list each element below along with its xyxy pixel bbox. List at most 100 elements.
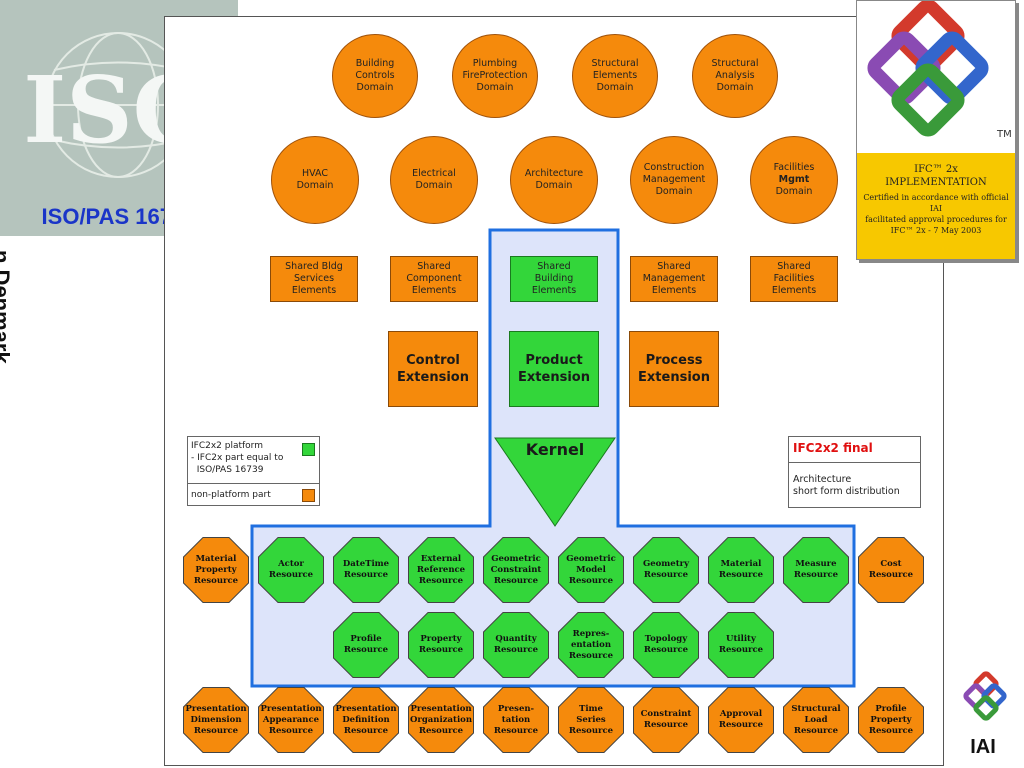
resource-octagon: Approval Resource — [708, 687, 774, 753]
ifc-implementation: IMPLEMENTATION — [885, 177, 987, 188]
domain-label: Structural Analysis Domain — [711, 58, 759, 93]
resource-octagon: Profile Property Resource — [858, 687, 924, 753]
ifc-tm: TM — [996, 129, 1012, 140]
resource-octagon: Constraint Resource — [633, 687, 699, 753]
resource-octagon: Profile Resource — [333, 612, 399, 678]
resource-octagon: Geometric Model Resource — [558, 537, 624, 603]
resource-label: DateTime Resource — [334, 538, 398, 602]
domain-label: Architecture Domain — [524, 168, 584, 191]
resource-octagon: Presentation Appearance Resource — [258, 687, 324, 753]
domain-circle: Plumbing FireProtection Domain — [452, 34, 538, 118]
domain-label: Electrical Domain — [412, 168, 456, 191]
iai-label: IAI — [970, 736, 996, 758]
resource-label: Geometric Model Resource — [559, 538, 623, 602]
ifc-cert-line2: facilitated approval procedures for — [865, 215, 1007, 224]
resource-label: Structural Load Resource — [784, 688, 848, 752]
domain-circle: Structural Elements Domain — [572, 34, 658, 118]
resource-octagon: Utility Resource — [708, 612, 774, 678]
shared-elements-box: Shared Component Elements — [390, 256, 478, 302]
kernel-label: Kernel — [525, 440, 585, 459]
resource-octagon: Geometry Resource — [633, 537, 699, 603]
resource-octagon: Material Property Resource — [183, 537, 249, 603]
resource-octagon: Property Resource — [408, 612, 474, 678]
ifc-cert-line1: Certified in accordance with official IA… — [863, 193, 1009, 213]
legend-platform-text: IFC2x2 platform - IFC2x part equal to IS… — [191, 441, 284, 475]
domain-circle: Structural Analysis Domain — [692, 34, 778, 118]
resource-label: Approval Resource — [709, 688, 773, 752]
shared-elements-box: Shared Bldg Services Elements — [270, 256, 358, 302]
resource-octagon: Repres- entation Resource — [558, 612, 624, 678]
resource-octagon: Material Resource — [708, 537, 774, 603]
legend-non-platform-text: non-platform part — [191, 490, 271, 500]
iai-chain-logo — [963, 671, 1007, 721]
denmark-side-text: n Denmark — [0, 250, 40, 390]
resource-label: Measure Resource — [784, 538, 848, 602]
resource-octagon: Quantity Resource — [483, 612, 549, 678]
resource-label: Geometry Resource — [634, 538, 698, 602]
denmark-label: n Denmark — [0, 250, 14, 364]
resource-label: Presen- tation Resource — [484, 688, 548, 752]
ifc-title: IFC™ 2x — [914, 164, 958, 175]
resource-octagon: Topology Resource — [633, 612, 699, 678]
resource-label: Material Property Resource — [184, 538, 248, 602]
resource-label: Presentation Dimension Resource — [184, 688, 248, 752]
final-text: Architecture short form distribution — [793, 474, 900, 497]
shared-elements-box: Shared Management Elements — [630, 256, 718, 302]
ifc-cert-line3: IFC™ 2x - 7 May 2003 — [890, 226, 982, 235]
extension-box: Process Extension — [629, 331, 719, 407]
ifc2x2-final-box: IFC2x2 final Architecture short form dis… — [788, 436, 921, 508]
resource-octagon: Structural Load Resource — [783, 687, 849, 753]
domain-circle: Construction Management Domain — [630, 136, 718, 224]
domain-circle: Building Controls Domain — [332, 34, 418, 118]
resource-label: Actor Resource — [259, 538, 323, 602]
resource-octagon: Presentation Organization Resource — [408, 687, 474, 753]
resource-label: Topology Resource — [634, 613, 698, 677]
domain-circle: HVAC Domain — [271, 136, 359, 224]
legend-green-swatch — [302, 443, 315, 456]
resource-octagon: Actor Resource — [258, 537, 324, 603]
resource-label: Presentation Definition Resource — [334, 688, 398, 752]
ifc-chain-logo: TM — [867, 0, 1012, 140]
resource-label: Time Series Resource — [559, 688, 623, 752]
resource-label: Utility Resource — [709, 613, 773, 677]
shared-elements-box: Shared Facilities Elements — [750, 256, 838, 302]
domain-label: Building Controls Domain — [355, 58, 395, 93]
resource-octagon: Presentation Definition Resource — [333, 687, 399, 753]
resource-label: Cost Resource — [859, 538, 923, 602]
legend-orange-swatch — [302, 489, 315, 502]
resource-label: External Reference Resource — [409, 538, 473, 602]
resource-octagon: Presen- tation Resource — [483, 687, 549, 753]
resource-octagon: Measure Resource — [783, 537, 849, 603]
domain-label: Construction Management Domain — [642, 162, 706, 197]
resource-label: Repres- entation Resource — [559, 613, 623, 677]
extension-box: Product Extension — [509, 331, 599, 407]
resource-label: Geometric Constraint Resource — [484, 538, 548, 602]
final-title: IFC2x2 final — [793, 441, 873, 455]
kernel-triangle — [494, 437, 616, 527]
resource-octagon: Time Series Resource — [558, 687, 624, 753]
resource-label: Property Resource — [409, 613, 473, 677]
resource-label: Material Resource — [709, 538, 773, 602]
resource-label: Constraint Resource — [634, 688, 698, 752]
domain-label: HVAC Domain — [296, 168, 334, 191]
legend-box: IFC2x2 platform - IFC2x part equal to IS… — [187, 436, 320, 506]
resource-label: Quantity Resource — [484, 613, 548, 677]
resource-label: Profile Property Resource — [859, 688, 923, 752]
extension-box: Control Extension — [388, 331, 478, 407]
ifc-cert-text: IFC™ 2x IMPLEMENTATION Certified in acco… — [857, 163, 1015, 236]
shared-elements-box: Shared Building Elements — [510, 256, 598, 302]
domain-label: Structural Elements Domain — [591, 58, 639, 93]
resource-octagon: Geometric Constraint Resource — [483, 537, 549, 603]
domain-label: Plumbing FireProtection Domain — [462, 58, 528, 93]
resource-octagon: Cost Resource — [858, 537, 924, 603]
domain-circle: Architecture Domain — [510, 136, 598, 224]
ifc-certification-badge: TM IFC™ 2x IMPLEMENTATION Certified in a… — [856, 0, 1016, 260]
resource-octagon: DateTime Resource — [333, 537, 399, 603]
resource-label: Profile Resource — [334, 613, 398, 677]
domain-circle: Electrical Domain — [390, 136, 478, 224]
resource-label: Presentation Appearance Resource — [259, 688, 323, 752]
resource-label: Presentation Organization Resource — [409, 688, 473, 752]
resource-octagon: Presentation Dimension Resource — [183, 687, 249, 753]
